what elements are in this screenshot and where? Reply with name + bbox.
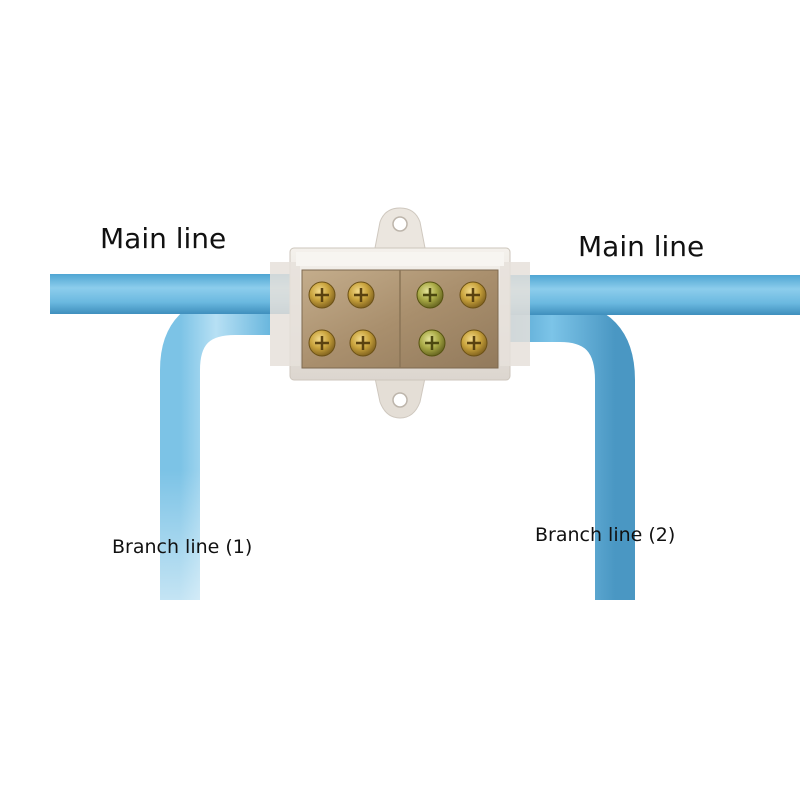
screw — [308, 329, 336, 357]
screw — [349, 329, 377, 357]
screw — [416, 281, 444, 309]
screw — [418, 329, 446, 357]
screw — [347, 281, 375, 309]
main-cable-left — [50, 274, 310, 314]
screw — [459, 281, 487, 309]
main-line-label-left: Main line — [100, 222, 227, 255]
branch-cable-1 — [160, 295, 270, 600]
mount-hole-top — [392, 216, 408, 232]
main-cable-right — [490, 275, 800, 315]
terminal-screws — [308, 281, 488, 357]
branch-line-1-label: Branch line (1) — [112, 536, 253, 558]
main-line-label-right: Main line — [578, 230, 705, 263]
screw — [308, 281, 336, 309]
screw — [460, 329, 488, 357]
branch-cable-2 — [500, 302, 635, 600]
mount-hole-bottom — [392, 392, 408, 408]
branch-line-2-label: Branch line (2) — [535, 524, 676, 546]
